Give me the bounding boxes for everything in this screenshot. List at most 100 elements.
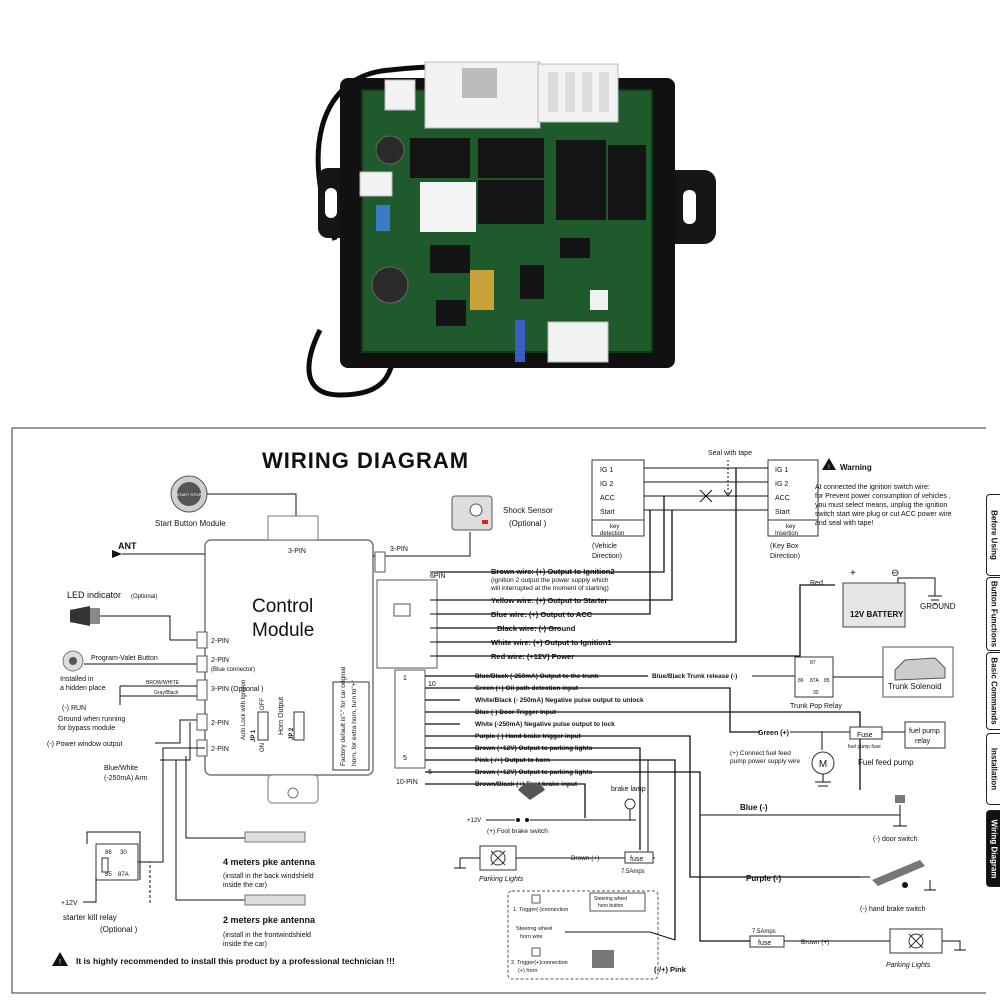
wire10-4: Blue (-) Door Trigger Input — [475, 709, 557, 716]
parking2-fuse: fuse — [758, 940, 771, 947]
control-module-line2: Module — [252, 620, 314, 641]
ig-left-foot2: detection — [600, 531, 624, 537]
trunk-r86: 86 — [798, 678, 804, 684]
shock-sensor-pin: 3-PIN — [390, 546, 408, 553]
warning-line-1: At connected the ignition switch wire: — [815, 484, 930, 491]
jumpers: Auto Lock with Ignition JP 1 OFF ON Horn… — [241, 666, 370, 771]
pin-10: 10-PIN — [396, 779, 418, 786]
ig-right-dir2: Direction) — [770, 553, 800, 560]
pin-left-3: 3-PIN (Optional ) — [211, 686, 264, 693]
horn-sw1: Steering wheel — [594, 896, 627, 902]
ig-left-4: Start — [600, 509, 615, 516]
warning-line-3: you must select means, unplug the igniti… — [815, 502, 947, 509]
parking2-brown: Brown (+) — [801, 939, 829, 946]
fuel-note-2: pump power supply wire — [730, 758, 800, 765]
antenna2-note2: inside the car) — [223, 941, 267, 948]
tab-installation[interactable]: Installation — [986, 733, 1000, 805]
run-brow-white: BROW/WHITE — [146, 680, 180, 686]
fuel-fuse: Fuse — [857, 732, 873, 739]
horn-wire1: Steering wheel — [516, 926, 552, 932]
horn-pink: (-/+) Pink — [654, 965, 687, 974]
tab-button-functions[interactable]: Button Functions — [986, 577, 1000, 651]
led-label: LED indicator — [67, 590, 121, 600]
parking2-amps: 7.5Amps — [752, 929, 776, 935]
horn-sw2: horn button — [598, 903, 624, 909]
parking1-amps: 7.5Amps — [621, 869, 645, 875]
foot-brake-label: (+) Foot brake switch — [487, 828, 548, 835]
hand-label: (-) hand brake switch — [860, 906, 925, 913]
wire6-white: White wire: (+) Output to Ignition1 — [491, 638, 612, 647]
start-button-label: Start Button Module — [155, 519, 226, 528]
wire6-blue: Blue wire: (+) Output to ACC — [491, 610, 593, 619]
trunk-relay-label: Trunk Pop Relay — [790, 703, 842, 710]
wire10-3: White/Black (- 250mA) Negative pulse out… — [475, 697, 644, 704]
pin-left-1: 2-PIN — [211, 638, 229, 645]
relay-87a: 87A — [118, 872, 129, 878]
trunk-section: Blue/Black Trunk release (-) 87 86 87A 8… — [652, 646, 954, 710]
door-switch: Blue (-) (-) door switch — [700, 795, 917, 843]
tab-basic-commands[interactable]: Basic Commands — [986, 652, 1000, 730]
fuel-m: M — [819, 759, 827, 770]
fuel-section: Green (+) Fuse fuel pump fuse fuel pump … — [730, 721, 946, 787]
shock-sensor: Shock Sensor (Optional ) — [451, 495, 553, 531]
program-valet-note1: Installed in — [60, 676, 94, 683]
ig-left-1: IG 1 — [600, 467, 613, 474]
relay-12v: +12V — [61, 900, 78, 907]
ig-right-3: ACC — [775, 495, 790, 502]
battery-ground: GROUND — [920, 602, 956, 611]
parking1-label: Parking Lights — [479, 876, 524, 883]
trunk-r87: 87 — [810, 660, 816, 666]
tab-before-using[interactable]: Before Using — [986, 494, 1000, 576]
ig-right-2: IG 2 — [775, 481, 788, 488]
seal-label: Seal with tape — [708, 450, 752, 457]
warning-line-2: for Prevent power consumption of vehicle… — [815, 493, 951, 500]
wire10-6: Purple (-) Hand brake trigger input — [475, 733, 582, 740]
diagram-title: WIRING DIAGRAM — [262, 448, 469, 473]
relay-30: 30 — [120, 850, 127, 856]
wire10-5: White (-250mA) Negative pulse output to … — [475, 721, 615, 728]
trunk-solenoid-label: Trunk Solenoid — [888, 682, 942, 691]
pin-left-2-note: (Blue connector) — [211, 667, 255, 673]
battery-red: Red — [810, 580, 823, 587]
pin-left-4: 2-PIN — [211, 720, 229, 727]
warning-block: ! Warning At connected the ignition swit… — [815, 458, 952, 527]
trunk-wire: Blue/Black Trunk release (-) — [652, 673, 737, 680]
pin-num-5: 5 — [403, 755, 407, 762]
tab-wiring-diagram[interactable]: Wiring Diagram — [986, 810, 1000, 887]
power-window-label: (-) Power window output — [47, 741, 123, 748]
relay-label: starter kill relay — [63, 913, 117, 922]
horn-trigger2b: (+) horn — [518, 968, 537, 974]
control-module-line1: Control — [252, 596, 313, 617]
pin-left-5: 2-PIN — [211, 746, 229, 753]
program-valet-label: Program-Valet Button — [91, 655, 158, 662]
ig-right-dir1: (Key Box — [770, 543, 799, 550]
wire6-brown-note2: will interrupted at the moment of starti… — [490, 585, 609, 592]
antenna2-title: 2 meters pke antenna — [223, 915, 316, 925]
program-valet-note2: a hidden place — [60, 685, 106, 692]
trunk-r30: 30 — [813, 690, 819, 696]
ig-left-3: ACC — [600, 495, 615, 502]
ig-right-foot1: key — [786, 524, 795, 530]
warning-line-5: and seal with tape! — [815, 520, 873, 527]
fuel-relay-2: relay — [915, 738, 931, 745]
arm-line2: (-250mA) Arm — [104, 775, 148, 782]
antenna4-note1: (install in the back windshield — [223, 873, 314, 880]
pin-num-10: 10 — [428, 681, 436, 688]
warning-line-4: switch start wire plug or cut ACC power … — [815, 511, 952, 518]
battery-plus: + — [850, 568, 856, 579]
ig-right-foot2: Insertion — [775, 531, 798, 537]
ig-left-box: IG 1 IG 2 ACC Start key detection (Vehic… — [591, 459, 645, 560]
recommend-text: It is highly recommended to install this… — [76, 956, 395, 966]
warning-title: Warning — [840, 463, 872, 472]
ant-label: ANT — [118, 541, 137, 551]
ig-left-dir1: (Vehicle — [592, 543, 617, 550]
door-label: (-) door switch — [873, 836, 917, 843]
foot-brake-12v: +12V — [467, 818, 481, 824]
ig-right-1: IG 1 — [775, 467, 788, 474]
start-button-module: START STOP Start Button Module — [155, 475, 226, 528]
parking-lights-2: 7.5Amps fuse Brown (+) Parking Lights — [749, 928, 966, 969]
jp1-name: JP 1 — [251, 729, 257, 742]
battery: Red 12V BATTERY + ⊖ GROUND — [810, 568, 956, 628]
pin-6-label: 6PIN — [430, 573, 446, 580]
